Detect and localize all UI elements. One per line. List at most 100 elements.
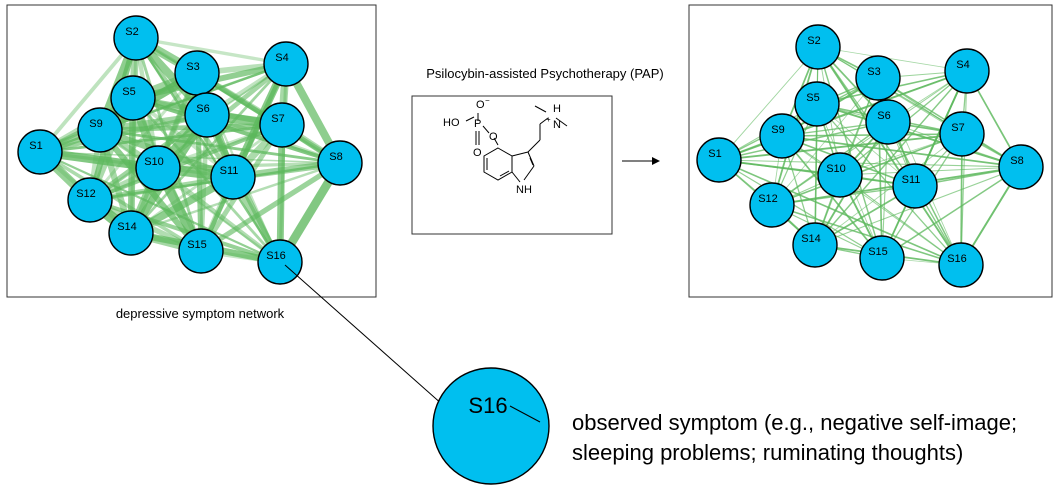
node-label: S4 [956, 59, 969, 71]
zoom-connector-line [284, 264, 453, 414]
node-label: S11 [902, 174, 921, 186]
node-circle [263, 41, 309, 87]
node-circle [184, 92, 230, 138]
node-circle [998, 144, 1044, 190]
node-label: S8 [329, 151, 342, 163]
node-label: S5 [122, 86, 135, 98]
network-node-s15: S15 [859, 235, 905, 281]
molecule-label-n-amine: N [553, 119, 561, 131]
network-node-s10: S10 [817, 152, 863, 198]
network-edge [718, 159, 883, 259]
molecule-label-o-ester: O [489, 131, 498, 143]
node-label: S15 [187, 239, 207, 251]
node-label: S1 [708, 148, 721, 160]
molecule-label-charge-minus: − [485, 96, 490, 105]
before-network-caption: depressive symptom network [116, 306, 285, 321]
node-circle [892, 163, 938, 209]
node-label: S10 [826, 163, 846, 175]
network-node-s9: S9 [77, 107, 123, 153]
node-circle [939, 111, 985, 157]
network-edge [89, 198, 281, 264]
node-label: S16 [266, 250, 286, 262]
network-edge [781, 135, 1022, 168]
network-edge [135, 36, 287, 66]
treatment-arrow [622, 157, 660, 165]
node-circle [944, 48, 990, 94]
node-circle [795, 24, 841, 70]
network-edge [817, 46, 962, 266]
network-edge [771, 204, 962, 266]
network-edge [199, 160, 342, 254]
zoomed-node: S16 [432, 367, 550, 485]
molecule-label-n-indole: N [516, 184, 524, 196]
symptom-description-line1: observed symptom (e.g., negative self-im… [572, 410, 1017, 435]
network-node-s8: S8 [998, 144, 1044, 190]
network-edge [771, 70, 968, 206]
node-label: S12 [76, 188, 96, 200]
molecule-label-o-double: O [473, 147, 482, 159]
network-node-s12: S12 [749, 182, 795, 228]
node-circle [174, 50, 220, 96]
node-circle [792, 222, 838, 268]
node-label: S1 [29, 140, 42, 152]
network-edge [276, 124, 286, 263]
node-label: S7 [271, 113, 284, 125]
node-label: S2 [807, 35, 820, 47]
network-edge [99, 128, 341, 165]
node-circle [67, 177, 113, 223]
before-network-frame [6, 4, 377, 298]
network-node-s14: S14 [792, 222, 838, 268]
node-label: S15 [868, 246, 888, 258]
node-label: S11 [220, 165, 239, 177]
network-node-s3: S3 [174, 50, 220, 96]
node-circle [108, 210, 154, 256]
network-node-s4: S4 [944, 48, 990, 94]
zoomed-node-label: S16 [468, 393, 507, 418]
node-circle [113, 15, 159, 61]
network-node-s16: S16 [938, 242, 984, 288]
network-node-s1: S1 [17, 129, 63, 175]
network-edge [816, 103, 962, 266]
node-circle [696, 137, 742, 183]
network-edge [817, 46, 968, 72]
network-node-s5: S5 [110, 75, 156, 121]
molecule-label-ho: HO [443, 117, 460, 129]
node-label: S7 [951, 122, 964, 134]
node-label: S14 [801, 233, 821, 245]
node-circle [257, 239, 303, 285]
network-edge [39, 151, 281, 263]
network-node-s10: S10 [135, 145, 181, 191]
node-label: S9 [89, 118, 102, 130]
network-edge [38, 36, 138, 154]
node-label: S8 [1010, 155, 1023, 167]
network-edge [718, 133, 963, 161]
node-label: S5 [806, 92, 819, 104]
node-circle [865, 99, 911, 145]
network-node-s15: S15 [178, 228, 224, 274]
molecule-label-p: P [474, 118, 481, 130]
node-circle [817, 152, 863, 198]
network-node-s14: S14 [108, 210, 154, 256]
zoomed-node-circle [432, 367, 550, 485]
network-edge [814, 103, 818, 246]
network-node-s16: S16 [257, 239, 303, 285]
node-circle [759, 113, 805, 159]
node-circle [317, 140, 363, 186]
network-node-s5: S5 [794, 81, 840, 127]
node-circle [110, 75, 156, 121]
molecule-panel: O − HO P O O H N + N H [411, 95, 613, 235]
molecule-label-h-amine: H [553, 103, 561, 115]
psilocybin-structure [465, 105, 568, 183]
network-edge [718, 46, 819, 161]
node-label: S6 [196, 103, 209, 115]
node-circle [749, 182, 795, 228]
network-node-s7: S7 [259, 102, 305, 148]
intervention-title: Psilocybin-assisted Psychotherapy (PAP) [426, 66, 663, 81]
network-node-s1: S1 [696, 137, 742, 183]
network-node-s4: S4 [263, 41, 309, 87]
node-circle [77, 107, 123, 153]
